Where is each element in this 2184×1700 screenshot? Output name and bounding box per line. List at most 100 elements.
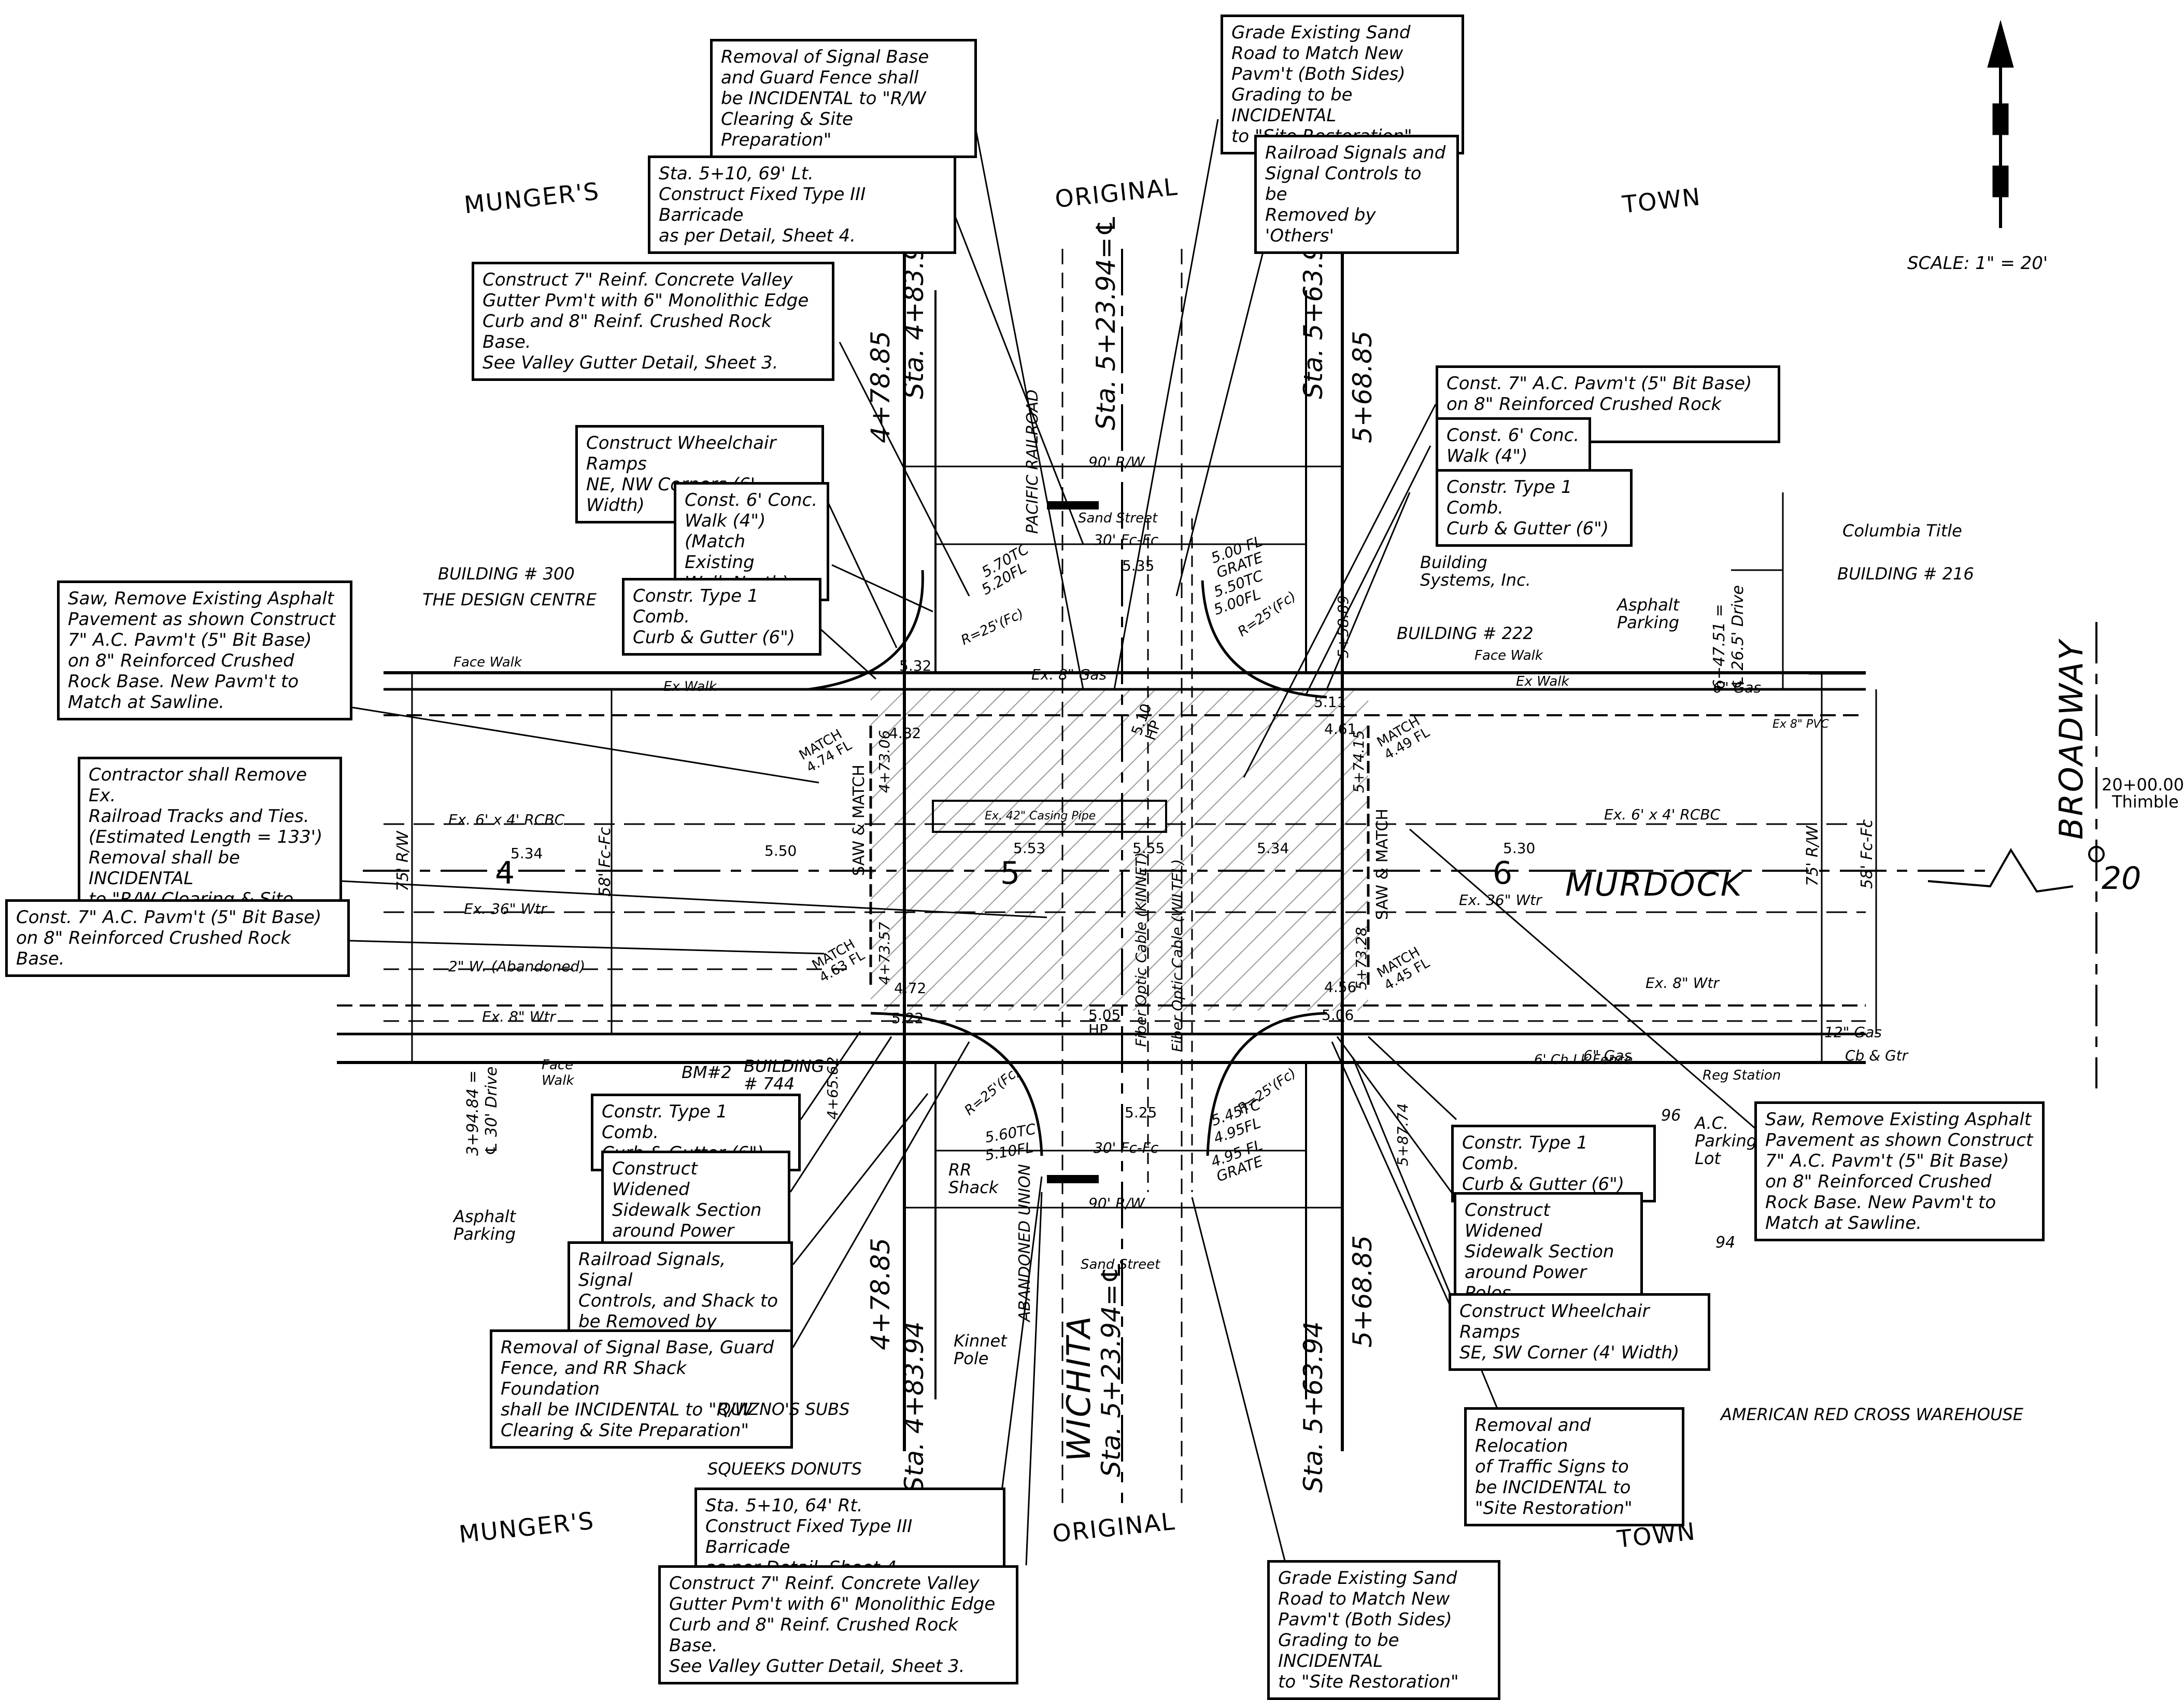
station-5-68-85-bottom: 5+68.85 <box>1348 1235 1378 1348</box>
elev-4-72: 4.72 <box>894 980 927 997</box>
elev-5-11: 5.11 <box>1314 693 1346 711</box>
label-building-222: BUILDING # 222 <box>1397 624 1534 643</box>
station-5-63-94-bottom: Sta. 5+63.94 <box>1298 1321 1328 1493</box>
label-ex-walk-top: Ex Walk <box>663 679 717 695</box>
elev-5-53: 5.53 <box>1013 840 1046 857</box>
label-squeeks: SQUEEKS DONUTS <box>707 1459 862 1479</box>
elev-sta-5-74-15: 5+74.15 <box>1350 730 1367 793</box>
site-plan-linework <box>337 20 2105 1566</box>
label-saw-match-right: SAW & MATCH <box>1373 809 1392 920</box>
label-fiber-wiltel: Fiber Optic Cable (WILTEL) <box>1169 859 1186 1052</box>
station-5-23-94-top: Sta. 5+23.94=℄ <box>1091 214 1121 430</box>
elev-5-32: 5.32 <box>899 657 932 674</box>
note-traffic-signs: Removal and Relocation of Traffic Signs … <box>1464 1407 1684 1526</box>
label-chain-fence: 6' Ch Lk Fence <box>1534 1052 1633 1068</box>
label-asphalt-parking-top: Asphalt Parking <box>1617 595 1680 632</box>
station-4-78-85-bottom: 4+78.85 <box>866 1238 896 1350</box>
street-wichita: WICHITA <box>1060 1314 1098 1462</box>
label-rr-shack: RR Shack <box>948 1160 999 1197</box>
elev-5-05-hp: 5.05 HP <box>1088 1007 1121 1038</box>
sheet-number-4: 4 <box>495 855 515 891</box>
label-fc-30-bottom: 30' Fc-Fc <box>1094 1139 1159 1156</box>
elev-5-34-right: 5.34 <box>1257 840 1289 857</box>
sheet-number-6: 6 <box>1493 855 1513 891</box>
elev-5-22: 5.22 <box>891 1010 924 1027</box>
label-building-systems: Building Systems, Inc. <box>1420 552 1531 590</box>
elev-5-34-left: 5.34 <box>510 845 543 862</box>
label-wtr-8-right: Ex. 8" Wtr <box>1646 974 1719 991</box>
elev-sta-4-65-62: 4+65.62 <box>824 1056 841 1120</box>
ne-curb-return <box>1201 580 1327 699</box>
label-face-walk-right: Face Walk <box>1474 648 1543 663</box>
note-wheelchair-se-sw: Construct Wheelchair Ramps SE, SW Corner… <box>1449 1293 1710 1371</box>
label-wtr-36-right: Ex. 36" Wtr <box>1459 891 1542 909</box>
note-grade-sand-bottom: Grade Existing Sand Road to Match New Pa… <box>1267 1560 1500 1700</box>
label-w-abandoned: 2" W. (Abandoned) <box>448 958 586 975</box>
note-ac-pavm-right: Const. 7" A.C. Pavm't (5" Bit Base) on 8… <box>1436 365 1780 443</box>
note-signal-base-removal: Removal of Signal Base and Guard Fence s… <box>710 39 977 158</box>
broadway-thimble: Thimble <box>2112 792 2179 812</box>
label-rcbc-left: Ex. 6' x 4' RCBC <box>448 811 565 828</box>
station-4-78-85-top: 4+78.85 <box>866 331 896 443</box>
label-building-744: BUILDING # 744 <box>744 1056 825 1094</box>
label-building-300: BUILDING # 300 <box>438 564 575 584</box>
note-barricade-lt: Sta. 5+10, 69' Lt. Construct Fixed Type … <box>648 155 956 254</box>
label-rw-90-top: 90' R/W <box>1088 454 1145 471</box>
label-sand-street-top: Sand Street <box>1078 511 1158 526</box>
elev-5-06: 5.06 <box>1322 1007 1354 1024</box>
new-pavement-hatch <box>871 689 1368 1011</box>
note-saw-remove-left: Saw, Remove Existing Asphalt Pavement as… <box>57 580 352 720</box>
label-ac-parking-lot: A.C. Parking Lot <box>1695 1113 1757 1168</box>
elev-sta-5-73-28: 5+73.28 <box>1353 927 1370 990</box>
label-kinnet-pole: Kinnet Pole <box>954 1331 1007 1368</box>
scale-label: SCALE: 1" = 20' <box>1907 253 2048 274</box>
note-ac-pavm-left: Const. 7" A.C. Pavm't (5" Bit Base) on 8… <box>5 899 350 977</box>
label-gas-12: 12" Gas <box>1824 1024 1882 1041</box>
note-widened-sidewalk-right: Construct Widened Sidewalk Section aroun… <box>1454 1192 1643 1311</box>
label-bm2: BM#2 <box>682 1062 732 1082</box>
sw-curb-return <box>870 1012 1043 1156</box>
label-gas-6-bottom: 6" Gas <box>1583 1047 1632 1064</box>
label-face-walk-bottom: Face Walk <box>542 1057 574 1088</box>
station-5-23-94-bottom: Sta. 5+23.94=℄ <box>1096 1260 1126 1477</box>
broadway-station: 20+00.00 <box>2102 775 2184 795</box>
station-5-68-85-top: 5+68.85 <box>1348 331 1378 443</box>
label-fc-58-right: 58' Fc-Fc <box>1858 819 1876 889</box>
label-design-centre: THE DESIGN CENTRE <box>422 590 597 610</box>
note-conc-walk-right: Const. 6' Conc. Walk (4") <box>1436 417 1591 474</box>
elev-sta-5-87-74: 5+87.74 <box>1394 1103 1411 1166</box>
sheet-number-5: 5 <box>1000 855 1020 891</box>
label-ex-8-pvc: Ex 8" PVC <box>1772 718 1829 731</box>
elev-4-56: 4.56 <box>1324 979 1357 996</box>
label-rw-75-right: 75' R/W <box>1804 826 1822 886</box>
elev-4-61: 4.61 <box>1324 720 1357 738</box>
label-ex-walk-top-right: Ex Walk <box>1516 674 1569 689</box>
label-wtr-36-left: Ex. 36" Wtr <box>464 900 547 917</box>
elev-num-96: 96 <box>1661 1107 1681 1125</box>
note-valley-gutter-top: Construct 7" Reinf. Concrete Valley Gutt… <box>472 262 834 381</box>
label-gas-8: Ex. 8" Gas <box>1031 666 1107 683</box>
elev-4-82: 4.82 <box>889 725 921 742</box>
label-gas-6-right: 6" Gas <box>1713 679 1762 696</box>
note-curb-right-top: Constr. Type 1 Comb. Curb & Gutter (6") <box>1436 469 1633 547</box>
sheet-number-20: 20 <box>2102 860 2142 897</box>
note-curb-right-bottom: Constr. Type 1 Comb. Curb & Gutter (6") <box>1451 1125 1656 1202</box>
label-face-walk-left: Face Walk <box>453 655 522 670</box>
label-fc-58-left: 58' Fc-Fc <box>596 827 614 897</box>
street-murdock: MURDOCK <box>1565 866 1743 903</box>
label-building-216: BUILDING # 216 <box>1837 564 1974 584</box>
elev-num-94: 94 <box>1715 1234 1736 1252</box>
elev-5-25: 5.25 <box>1125 1104 1157 1121</box>
note-saw-remove-right: Saw, Remove Existing Asphalt Pavement as… <box>1754 1101 2045 1241</box>
drive-left-station: 3+94.84 = ℄ 30' Drive <box>464 1066 501 1156</box>
label-sand-street-bottom: Sand Street <box>1081 1257 1160 1272</box>
label-rw-90-bottom: 90' R/W <box>1088 1195 1145 1212</box>
label-abandoned-union: ABANDONED UNION <box>1016 1164 1034 1322</box>
label-asphalt-parking-bottom: Asphalt Parking <box>453 1207 516 1244</box>
label-rw-75-left: 75' R/W <box>394 831 412 891</box>
note-railroad-signals-top: Railroad Signals and Signal Controls to … <box>1254 135 1459 254</box>
nw-curb-return <box>808 570 924 691</box>
elev-5-30: 5.30 <box>1503 840 1536 857</box>
label-casing-pipe: Ex. 42" Casing Pipe <box>985 810 1096 823</box>
label-cb-gtr: Cb & Gtr <box>1845 1047 1908 1064</box>
